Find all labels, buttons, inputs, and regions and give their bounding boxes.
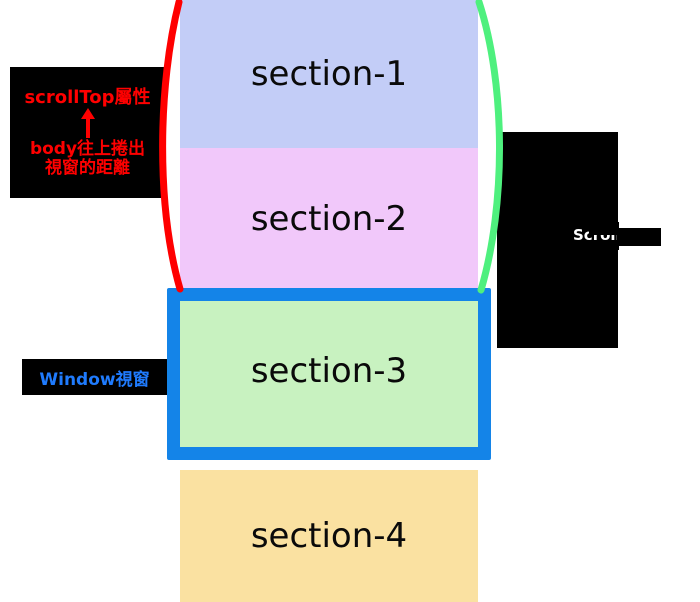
section-block-2: section-2 (180, 148, 478, 290)
scrollheight-occluder-bottom (589, 240, 619, 250)
scrolltop-body-line-1: body往上捲出 (29, 139, 146, 160)
window-viewport-label: Window視窗 (39, 369, 150, 390)
window-viewport-frame (167, 288, 491, 460)
section-block-3: section-3 (180, 295, 478, 447)
scrolled-out-brace (159, 0, 184, 293)
section-1-label: section-1 (250, 54, 408, 94)
scrollheight-occluder-top (589, 222, 619, 235)
section-block-4: section-4 (180, 470, 478, 602)
section-4-label: section-4 (250, 516, 408, 556)
scrolltop-heading: scrollTop屬性 (24, 86, 151, 108)
scrolltop-body-line-2: 視窗的距離 (45, 157, 130, 178)
arrow-up-icon (79, 108, 97, 139)
section-block-1: section-1 (180, 0, 478, 148)
scrolltop-callout: scrollTop屬性 body往上捲出 視窗的距離 (10, 67, 165, 198)
window-viewport-callout: Window視窗 (22, 359, 167, 395)
scrollheight-bar (617, 228, 661, 246)
section-3-label: section-3 (250, 351, 408, 391)
section-2-label: section-2 (250, 199, 408, 239)
